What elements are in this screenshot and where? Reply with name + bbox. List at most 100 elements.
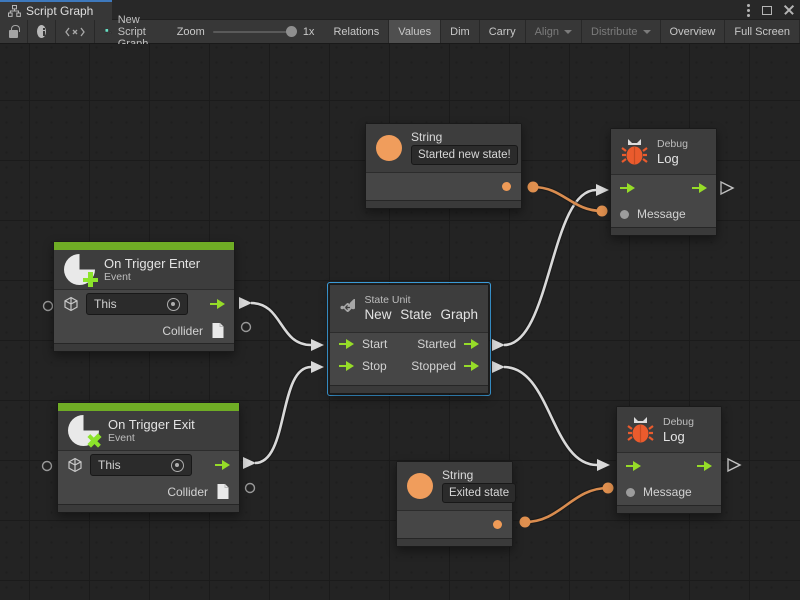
object-picker-icon[interactable]: [171, 458, 184, 472]
target-self-field[interactable]: This: [90, 454, 192, 476]
toolbar-button-overview[interactable]: Overview: [661, 20, 726, 43]
toolbar-button-relations[interactable]: Relations: [324, 20, 390, 43]
graph-toolbar: New Script Graph Zoom 1x Relations Value…: [0, 14, 800, 50]
window-menu-icon[interactable]: [747, 3, 750, 17]
zoom-control: Zoom 1x: [167, 20, 325, 43]
info-button[interactable]: [28, 20, 56, 43]
debug-top-flow-row: [611, 175, 716, 201]
node-title: String: [411, 130, 443, 144]
state-unit-icon: [340, 298, 356, 312]
wire-stopped-to-debug-bottom: [492, 361, 610, 471]
close-icon[interactable]: [784, 5, 794, 15]
graph-hierarchy-icon: [8, 5, 21, 17]
debug-top-message-row: Message: [611, 201, 716, 227]
wire-string-top-to-message: [527, 181, 608, 217]
object-picker-icon[interactable]: [167, 297, 180, 311]
node-on-trigger-exit[interactable]: On Trigger Exit Event This Collider: [57, 402, 240, 513]
maximize-icon[interactable]: [762, 5, 772, 15]
node-string-top-output-row: [366, 173, 521, 200]
port-debug-bottom-exit[interactable]: [727, 457, 742, 473]
flow-in-port[interactable]: [339, 339, 354, 349]
toolbar-button-carry[interactable]: Carry: [480, 20, 526, 43]
collider-label: Collider: [167, 484, 208, 499]
node-string-bottom-header[interactable]: String Exited state: [397, 462, 517, 511]
flow-in-port[interactable]: [620, 183, 635, 193]
chevron-down-icon: [642, 29, 651, 34]
graph-canvas[interactable]: String Started new state!: [0, 44, 800, 600]
collider-document-icon: [212, 323, 224, 338]
node-subtitle: Event: [104, 270, 131, 283]
info-icon: [37, 25, 46, 38]
node-debug-bottom[interactable]: Debug Log Message: [616, 406, 722, 514]
flow-out-port[interactable]: [210, 299, 225, 309]
graph-name-section[interactable]: New Script Graph: [95, 14, 167, 50]
string-literal-icon: [376, 135, 402, 161]
node-debug-top-header[interactable]: Debug Log: [611, 129, 716, 175]
zoom-label: Zoom: [176, 25, 205, 38]
flow-in-port[interactable]: [626, 461, 641, 471]
tab-script-graph[interactable]: Script Graph: [0, 0, 112, 20]
port-trigger-enter-collider[interactable]: [240, 321, 252, 333]
node-string-top-header[interactable]: String Started new state!: [366, 124, 521, 173]
string-value-input[interactable]: Exited state: [442, 483, 517, 503]
debug-bottom-flow-row: [617, 453, 721, 479]
node-footer: [366, 200, 521, 208]
port-trigger-exit-collider[interactable]: [244, 482, 256, 494]
zoom-value: 1x: [302, 25, 315, 38]
zoom-slider-handle[interactable]: [285, 25, 297, 37]
message-label: Message: [643, 485, 692, 499]
node-on-trigger-enter[interactable]: On Trigger Enter Event This Collider: [53, 241, 235, 352]
zoom-slider[interactable]: [212, 25, 297, 37]
node-trigger-enter-header[interactable]: On Trigger Enter Event: [54, 250, 234, 290]
port-trigger-exit-target[interactable]: [41, 460, 53, 472]
wire-trigger-exit-to-stop: [243, 361, 324, 469]
node-string-bottom[interactable]: String Exited state: [396, 461, 517, 547]
target-self-field[interactable]: This: [86, 293, 188, 315]
node-footer: [397, 538, 512, 546]
node-trigger-exit-header[interactable]: On Trigger Exit Event: [58, 411, 239, 451]
wire-started-to-debug-top: [492, 184, 609, 351]
node-debug-bottom-header[interactable]: Debug Log: [617, 407, 721, 453]
event-enter-icon: [64, 254, 98, 287]
event-exit-icon: [68, 415, 99, 446]
node-state-unit-header[interactable]: State Unit New State Graph: [330, 285, 488, 333]
message-input-port[interactable]: [626, 487, 635, 497]
code-preview-button[interactable]: [56, 20, 95, 43]
flow-out-port[interactable]: [692, 183, 707, 193]
port-trigger-enter-target[interactable]: [42, 300, 54, 312]
toolbar-button-dim[interactable]: Dim: [441, 20, 480, 43]
flow-out-port[interactable]: [464, 339, 479, 349]
node-state-unit[interactable]: State Unit New State Graph Start Started…: [329, 284, 489, 394]
toolbar-button-distribute[interactable]: Distribute: [582, 20, 661, 43]
toolbar-button-align[interactable]: Align: [526, 20, 583, 43]
flow-out-port[interactable]: [464, 361, 479, 371]
node-title: Log: [657, 150, 679, 166]
flow-out-port[interactable]: [697, 461, 712, 471]
started-label: Started: [417, 337, 456, 351]
message-input-port[interactable]: [620, 209, 629, 219]
port-debug-top-exit[interactable]: [720, 180, 735, 196]
script-graph-icon: [105, 29, 112, 35]
node-title: New State Graph: [364, 307, 478, 322]
tab-bar: Script Graph: [0, 0, 800, 20]
collider-document-icon: [217, 484, 229, 499]
debug-bug-icon: [621, 138, 648, 164]
lock-button[interactable]: [0, 20, 28, 43]
toolbar-button-values[interactable]: Values: [389, 20, 442, 43]
window-controls: [747, 0, 794, 20]
string-literal-icon: [407, 473, 433, 499]
flow-in-port[interactable]: [339, 361, 354, 371]
flow-out-port[interactable]: [215, 460, 230, 470]
node-footer: [54, 343, 234, 351]
node-string-top[interactable]: String Started new state!: [365, 123, 522, 209]
string-value-input[interactable]: Started new state!: [411, 145, 518, 165]
node-title: On Trigger Exit: [108, 416, 195, 432]
string-output-port[interactable]: [493, 520, 502, 529]
gameobject-cube-icon: [68, 457, 82, 473]
string-output-port[interactable]: [502, 182, 511, 191]
node-debug-top[interactable]: Debug Log Message: [610, 128, 717, 236]
toolbar-button-fullscreen[interactable]: Full Screen: [725, 20, 800, 43]
trigger-exit-collider-row: Collider: [58, 479, 239, 504]
debug-bug-icon: [627, 416, 654, 442]
trigger-enter-collider-row: Collider: [54, 318, 234, 343]
